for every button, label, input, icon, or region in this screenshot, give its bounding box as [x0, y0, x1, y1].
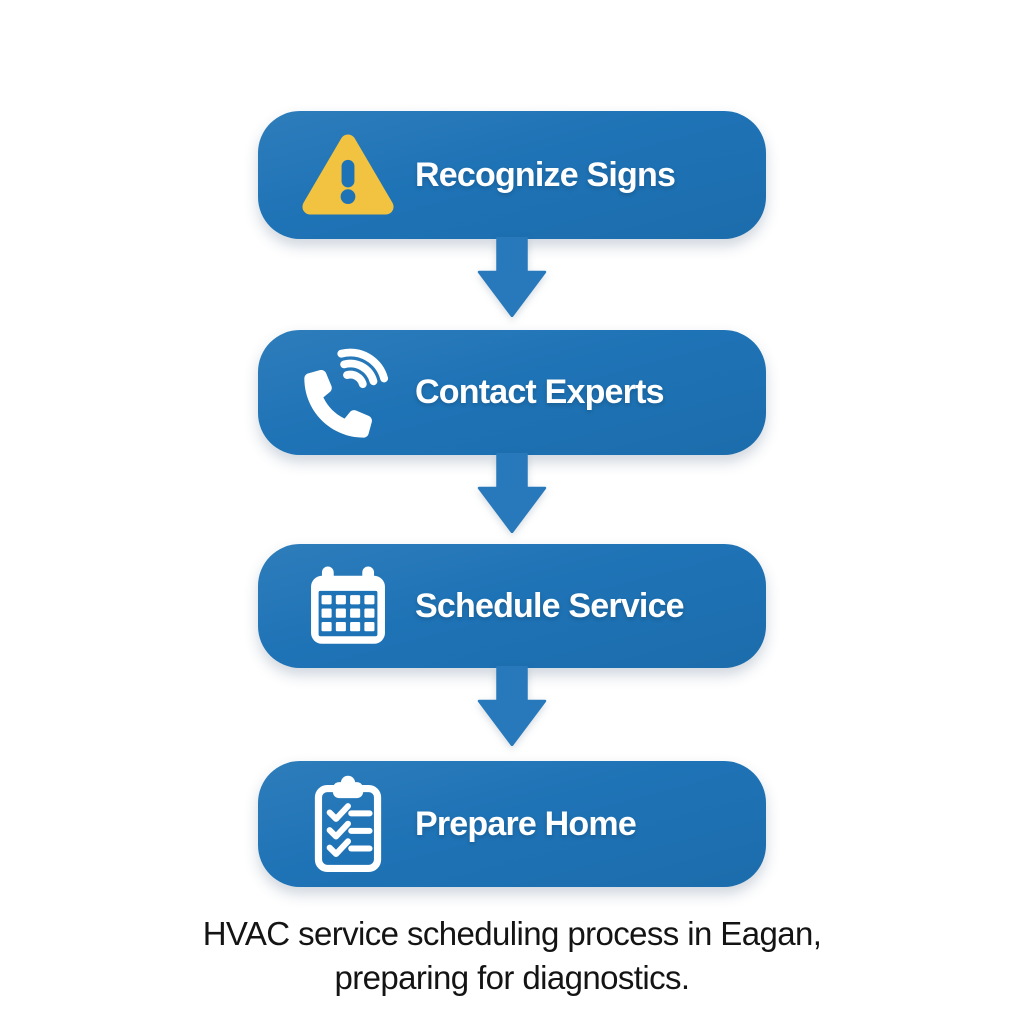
caption-line-1: HVAC service scheduling process in Eagan… [202, 915, 822, 952]
calendar-icon [300, 556, 396, 656]
down-arrow-icon [477, 237, 547, 317]
down-arrow-icon [477, 453, 547, 533]
caption: HVAC service scheduling process in Eagan… [0, 912, 1024, 1000]
phone-call-icon [300, 343, 396, 443]
step-contact-experts: Contact Experts [258, 330, 766, 455]
step-label: Recognize Signs [415, 155, 676, 194]
step-schedule-service: Schedule Service [258, 544, 766, 668]
clipboard-checklist-icon [300, 774, 396, 874]
step-label: Contact Experts [415, 373, 665, 411]
step-label: Schedule Service [415, 586, 685, 625]
warning-triangle-icon [300, 125, 396, 225]
caption-line-2: preparing for diagnostics. [334, 959, 691, 996]
step-prepare-home: Prepare Home [258, 761, 766, 887]
step-label: Prepare Home [415, 804, 637, 843]
step-recognize-signs: Recognize Signs [258, 111, 766, 239]
down-arrow-icon [477, 666, 547, 746]
